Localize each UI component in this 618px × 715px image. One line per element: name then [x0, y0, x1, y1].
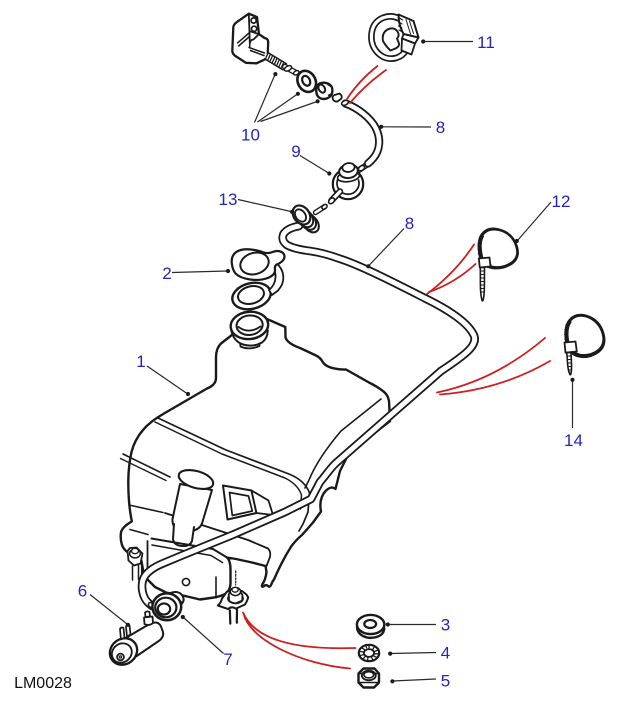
svg-text:14: 14 — [564, 431, 583, 450]
svg-text:10: 10 — [241, 126, 260, 145]
svg-text:2: 2 — [162, 264, 171, 283]
svg-text:13: 13 — [219, 190, 238, 209]
svg-text:7: 7 — [223, 650, 232, 669]
svg-text:3: 3 — [441, 616, 450, 635]
svg-text:5: 5 — [441, 672, 450, 691]
svg-text:9: 9 — [291, 142, 300, 161]
svg-text:4: 4 — [441, 644, 450, 663]
svg-text:12: 12 — [552, 192, 571, 211]
svg-text:1: 1 — [136, 352, 145, 371]
svg-text:6: 6 — [78, 582, 87, 601]
svg-text:11: 11 — [477, 33, 495, 52]
svg-text:8: 8 — [405, 214, 414, 233]
svg-text:LM0028: LM0028 — [14, 675, 72, 692]
svg-text:8: 8 — [436, 118, 445, 137]
